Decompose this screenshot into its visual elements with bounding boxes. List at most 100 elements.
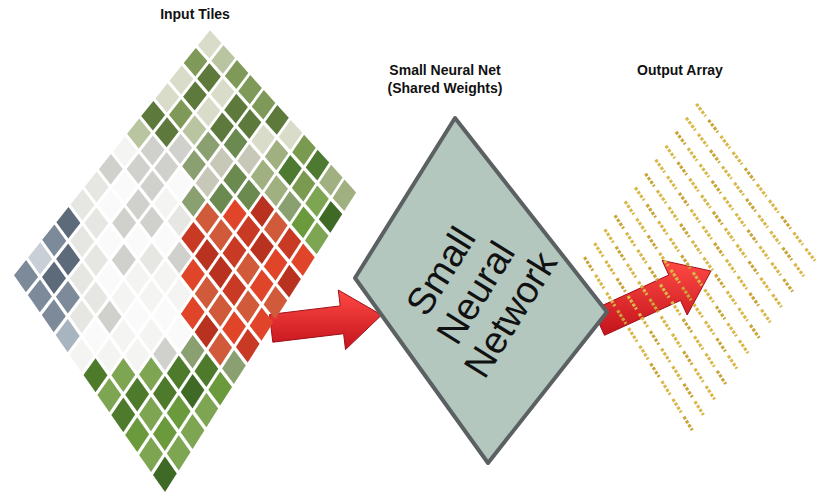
output-dash [605, 229, 614, 242]
output-array-art [574, 58, 824, 444]
image-tile [319, 201, 343, 233]
output-dash [690, 179, 699, 192]
output-dash [691, 210, 700, 223]
output-dash [709, 120, 718, 132]
output-dash [658, 221, 667, 234]
output-dash [726, 260, 735, 273]
output-dash [750, 325, 759, 338]
output-dash [660, 253, 669, 266]
output-dash [728, 323, 737, 336]
output-dash [626, 233, 635, 246]
output-dash [695, 369, 704, 382]
output-dash [701, 195, 710, 208]
output-dash [647, 205, 656, 218]
output-array: Output Array [574, 58, 824, 444]
output-dash [710, 150, 719, 162]
output-dash [680, 224, 689, 237]
output-dash [628, 296, 637, 309]
image-tile [333, 180, 357, 212]
output-dash [703, 226, 712, 239]
section-heading: Small Neural Net (Shared Weights) [375, 62, 515, 97]
output-dash [784, 279, 793, 292]
input-tiles-art [10, 4, 362, 497]
output-dash [616, 247, 625, 260]
output-dash [706, 354, 715, 367]
output-dash [618, 310, 626, 324]
output-dash [772, 263, 781, 275]
output-dash [650, 331, 659, 344]
output-dash [716, 306, 725, 319]
output-dash [686, 118, 695, 130]
output-dash [635, 188, 644, 201]
network-box: Small Neural Net (Shared Weights)Small N… [352, 58, 610, 465]
output-dash [692, 241, 701, 254]
output-dash [712, 181, 721, 193]
input-tiles: Input Tiles [10, 4, 362, 497]
output-dash [722, 167, 731, 179]
output-dash [806, 249, 815, 261]
flow-arrow [270, 290, 382, 350]
output-dash [705, 289, 714, 302]
image-tile [291, 244, 315, 276]
network-shape [355, 118, 607, 463]
output-dash [694, 304, 703, 317]
output-dash [656, 160, 665, 173]
output-dash [649, 267, 658, 280]
output-dash [682, 255, 691, 268]
output-dash [651, 364, 659, 378]
output-dash [696, 104, 705, 116]
output-dash [639, 314, 648, 327]
output-dash [739, 340, 748, 353]
output-dash [739, 308, 748, 321]
output-dash [750, 293, 759, 306]
output-dash [672, 302, 681, 315]
output-dash [638, 250, 647, 263]
output-dash [721, 136, 730, 148]
output-dash [695, 401, 704, 414]
output-dash [615, 215, 624, 228]
output-dash [662, 349, 671, 362]
output-dash [795, 264, 804, 276]
output-dash [727, 291, 736, 304]
output-dash [694, 336, 703, 349]
output-dash [794, 233, 803, 245]
flow-arrow [593, 260, 711, 335]
output-dash [671, 270, 680, 283]
output-dash [650, 299, 659, 312]
output-dash [746, 199, 755, 211]
output-dash [693, 272, 702, 285]
image-tile [264, 286, 288, 319]
output-dash [607, 293, 615, 307]
output-dash [736, 214, 745, 227]
output-dash [773, 294, 782, 307]
output-dash [629, 328, 637, 341]
output-dash [617, 278, 626, 291]
output-dash [670, 238, 679, 251]
output-dash [715, 275, 724, 288]
output-dash [783, 248, 792, 260]
output-dash [761, 310, 770, 323]
output-dash [584, 257, 592, 270]
output-dash [639, 282, 648, 295]
output-dash [759, 215, 768, 227]
image-tile [277, 265, 301, 298]
output-dash [700, 165, 709, 178]
output-dash [748, 230, 757, 243]
output-dash [676, 132, 685, 144]
image-tile [250, 308, 274, 341]
output-dash [682, 287, 691, 300]
output-dash [595, 243, 604, 256]
output-dash [673, 366, 682, 379]
output-dash [662, 381, 670, 395]
output-dash [705, 321, 714, 334]
output-dash [648, 236, 657, 249]
output-dash [640, 346, 648, 360]
output-dash [725, 228, 734, 241]
output-dash [738, 276, 747, 289]
section-heading: Output Array [637, 62, 723, 80]
output-dash [627, 264, 636, 277]
output-dash [760, 246, 769, 258]
output-dash [781, 216, 790, 228]
output-dash [669, 207, 678, 220]
